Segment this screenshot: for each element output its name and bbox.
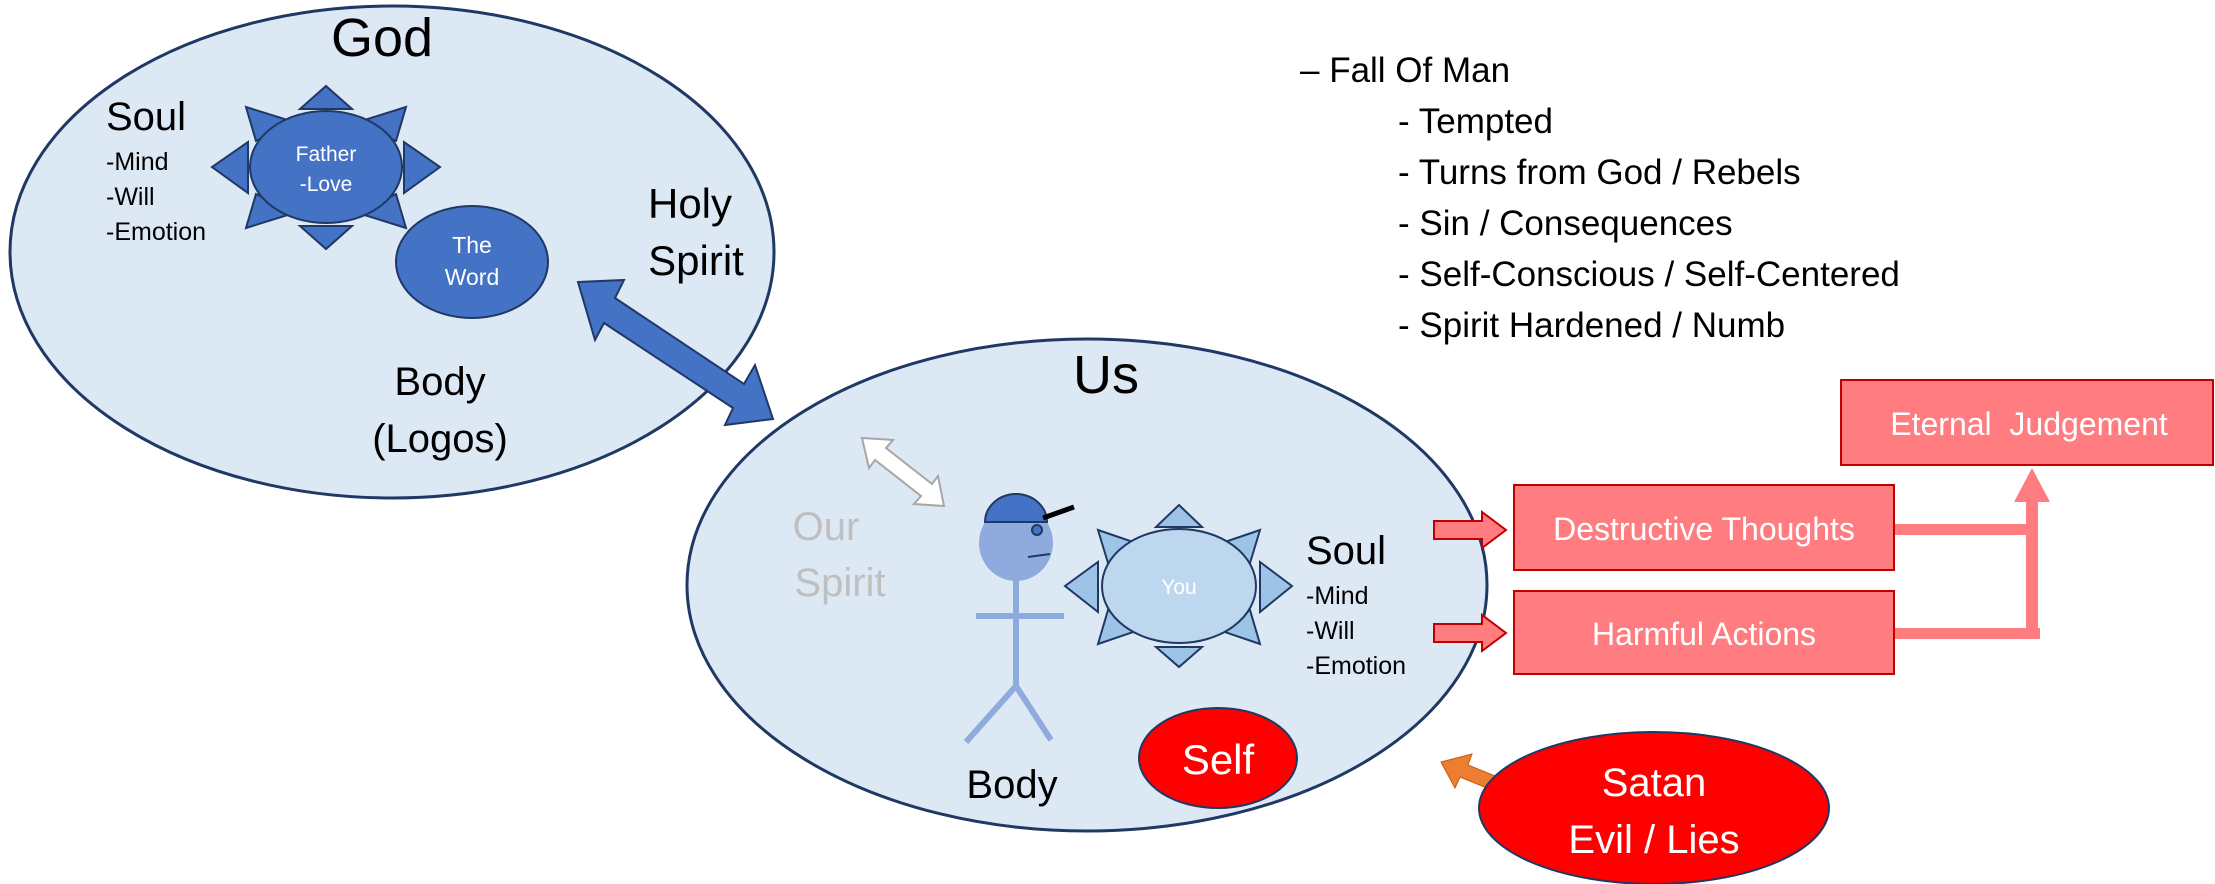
- us-body-label: Body: [966, 763, 1057, 807]
- father-label-line2: -Love: [300, 173, 353, 196]
- us-soul-emotion: -Emotion: [1306, 652, 1406, 680]
- destructive-thoughts-label: Destructive Thoughts: [1553, 511, 1855, 547]
- satan-ellipse: [1478, 731, 1830, 884]
- holy-spirit-line1: Holy: [648, 180, 732, 227]
- the-word-ellipse: [395, 205, 549, 319]
- self-ellipse: [1138, 707, 1298, 809]
- person-with-cap-icon: [963, 493, 1075, 744]
- eternal-judgement-label: Eternal Judgement: [1890, 406, 2168, 442]
- arrow-to-eternal: [2014, 468, 2050, 502]
- god-soul-mind: -Mind: [106, 148, 169, 176]
- us-sun-icon: [1063, 503, 1294, 669]
- you-ellipse: [1101, 528, 1257, 644]
- father-label-line1: Father: [296, 143, 357, 166]
- fall-item-spirit-hardened: - Spirit Hardened / Numb: [1398, 306, 1785, 345]
- us-group: Us Our Spirit You: [685, 337, 1489, 833]
- god-ellipse: [8, 4, 776, 500]
- god-sun-icon: [210, 84, 442, 251]
- god-body-line2: (Logos): [372, 417, 508, 461]
- arrow-to-destructive: [1433, 510, 1508, 550]
- satan-line1: Satan: [1602, 761, 1707, 805]
- outcomes-group: Destructive Thoughts Harmful Actions Ete…: [1433, 379, 2214, 675]
- us-soul-title: Soul: [1306, 529, 1386, 573]
- fall-item-tempted: - Tempted: [1398, 102, 1553, 141]
- fall-item-sin: - Sin / Consequences: [1398, 204, 1733, 243]
- fall-item-turns: - Turns from God / Rebels: [1398, 153, 1801, 192]
- our-spirit-line1: Our: [793, 505, 860, 549]
- you-label: You: [1161, 576, 1196, 599]
- god-soul-emotion: -Emotion: [106, 218, 206, 246]
- father-ellipse: [249, 110, 403, 224]
- satan-group: Satan Evil / Lies: [1440, 731, 1830, 884]
- fall-of-man-list: – Fall Of Man - Tempted - Turns from God…: [1300, 51, 1900, 345]
- harmful-actions-box: [1513, 590, 1895, 675]
- god-group: God Soul -Mind -Will -Emotion Father -Lo…: [8, 4, 776, 500]
- us-soul-mind: -Mind: [1306, 582, 1369, 610]
- satan-line2: Evil / Lies: [1568, 818, 1739, 862]
- god-title: God: [331, 8, 433, 68]
- eternal-judgement-box: [1840, 379, 2214, 466]
- spirit-double-arrow: [860, 436, 946, 508]
- our-spirit-line2: Spirit: [794, 561, 885, 605]
- harmful-actions-label: Harmful Actions: [1592, 616, 1816, 652]
- destructive-thoughts-box: [1513, 484, 1895, 571]
- fall-of-man-heading: – Fall Of Man: [1300, 51, 1510, 90]
- holy-spirit-double-arrow: [576, 278, 775, 427]
- the-word-line2: Word: [445, 264, 500, 290]
- us-title: Us: [1073, 345, 1139, 405]
- god-body-line1: Body: [394, 360, 485, 404]
- arrow-to-harmful: [1433, 613, 1508, 653]
- holy-spirit-line2: Spirit: [648, 237, 744, 284]
- self-label: Self: [1182, 736, 1255, 783]
- god-soul-title: Soul: [106, 95, 186, 139]
- god-soul-will: -Will: [106, 183, 155, 211]
- fall-item-self-conscious: - Self-Conscious / Self-Centered: [1398, 255, 1900, 294]
- us-soul-will: -Will: [1306, 617, 1355, 645]
- the-word-line1: The: [452, 232, 492, 258]
